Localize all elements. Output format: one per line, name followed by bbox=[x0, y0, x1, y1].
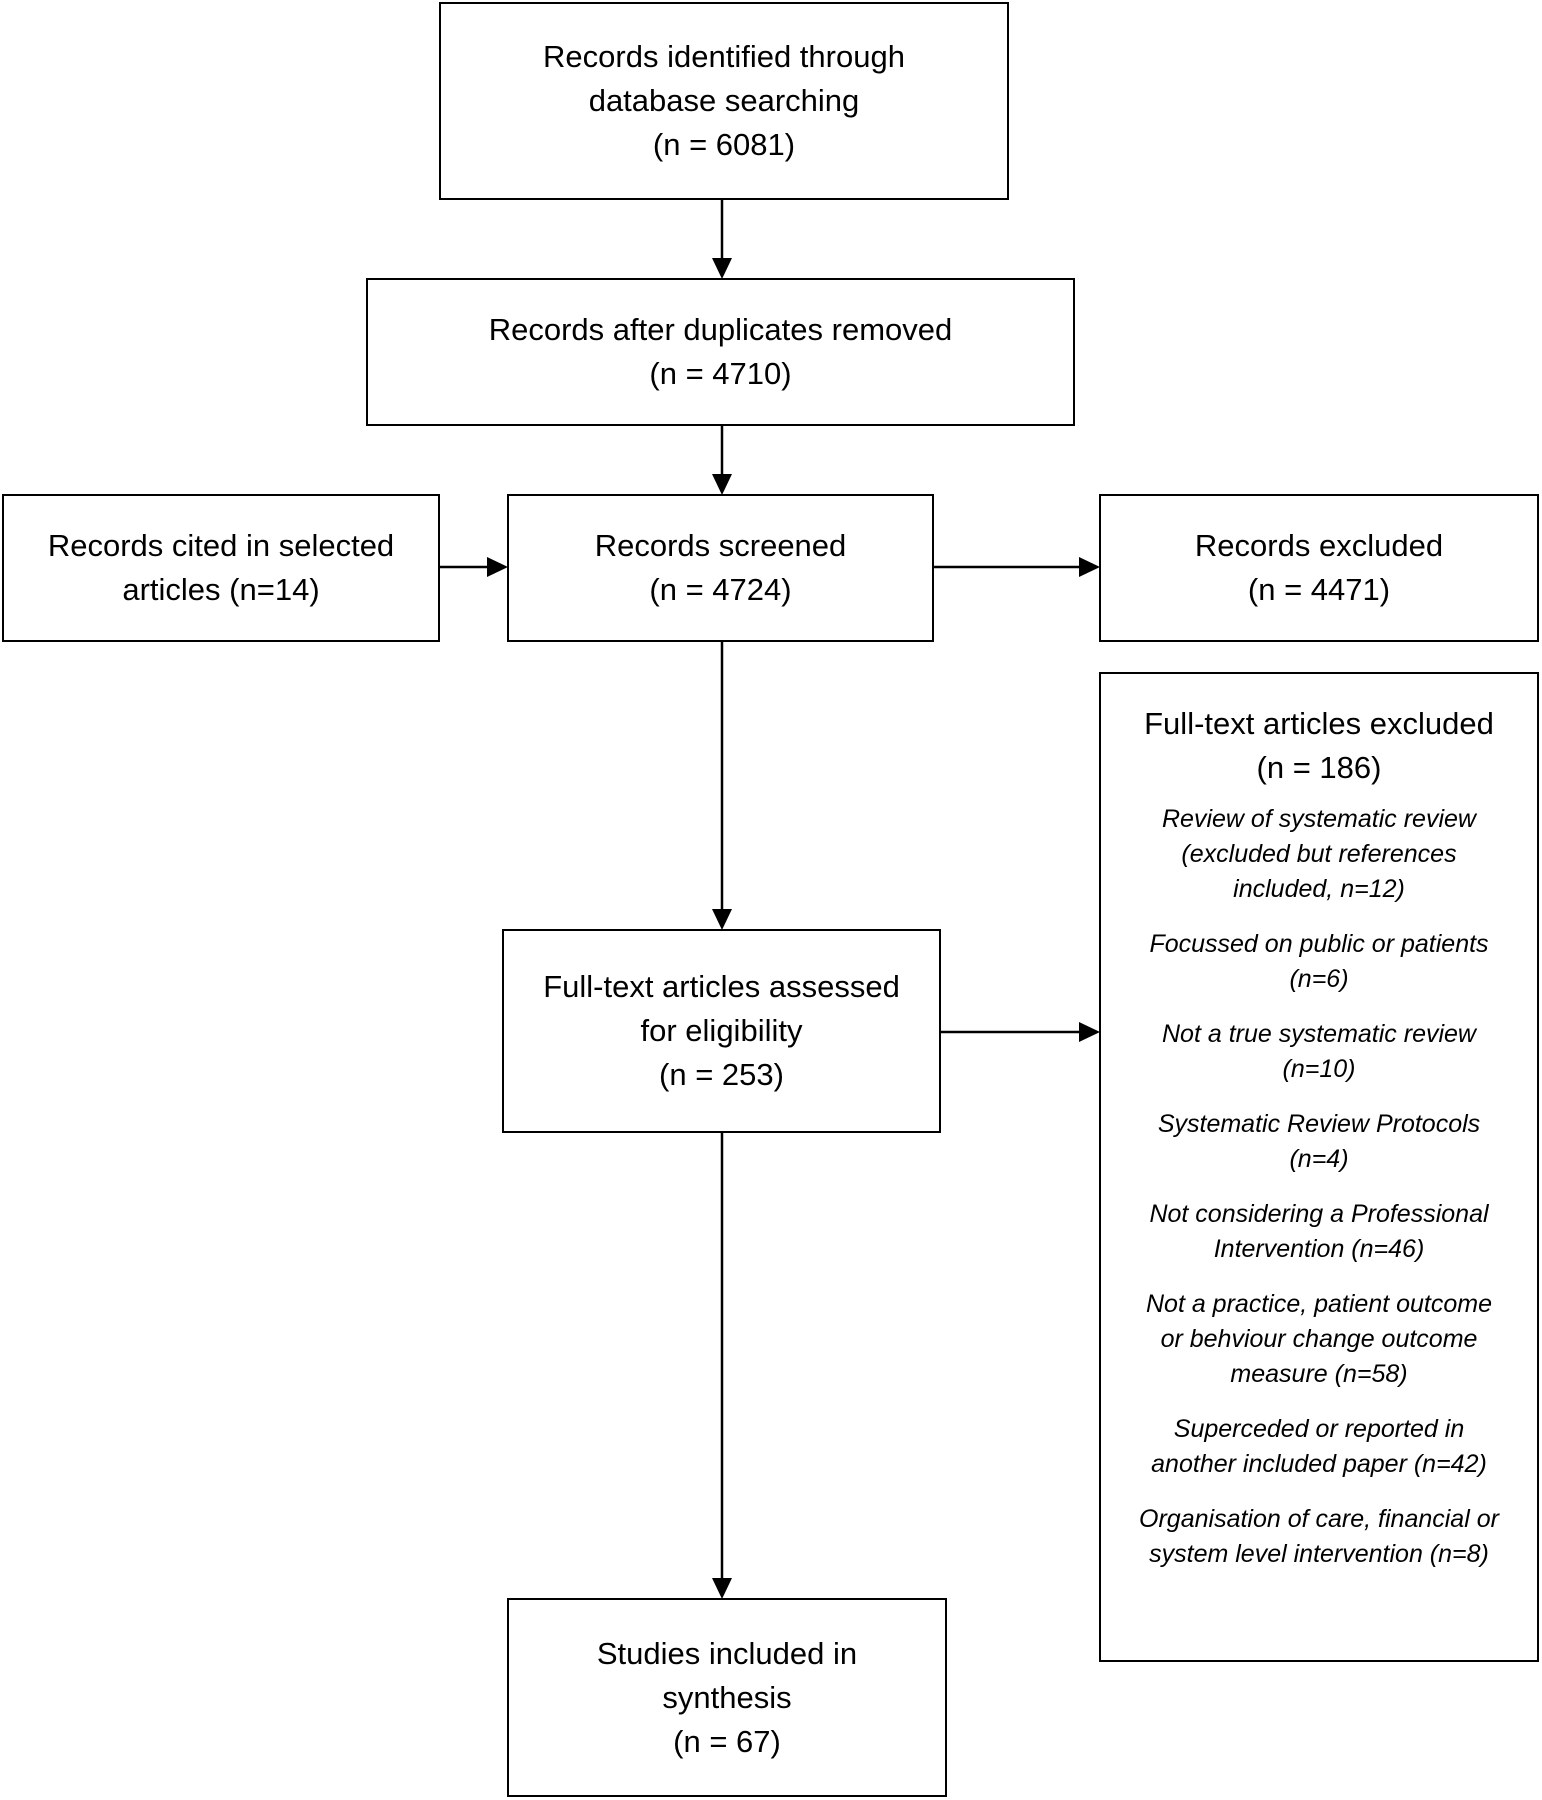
fulltext-excluded-title: Full-text articles excluded bbox=[1144, 706, 1494, 741]
exclusion-reason-line: Not considering a Professional bbox=[1149, 1200, 1489, 1228]
exclusion-reason-line: measure (n=58) bbox=[1230, 1360, 1408, 1388]
fulltext-excluded-count: (n = 186) bbox=[1256, 750, 1382, 785]
fulltext-assessed-count: (n = 253) bbox=[659, 1057, 784, 1092]
arrowhead-excluded bbox=[1079, 557, 1100, 577]
records-identified-count: (n = 6081) bbox=[652, 127, 796, 162]
fulltext-assessed-line-2: for eligibility bbox=[640, 1013, 803, 1048]
records-screened-count: (n = 4724) bbox=[649, 572, 792, 607]
records-cited-box: Records cited in selected articles (n=14… bbox=[2, 494, 440, 642]
studies-included-line-1: Studies included in bbox=[596, 1635, 858, 1671]
records-excluded-box: Records excluded (n = 4471) bbox=[1099, 494, 1539, 642]
exclusion-reason-not-systematic: Not a true systematic review (n=10) bbox=[1101, 1017, 1537, 1087]
fulltext-assessed-line-1: Full-text articles assessed bbox=[543, 969, 900, 1004]
records-excluded-line-1: Records excluded bbox=[1194, 528, 1444, 563]
exclusion-reason-line: (n=10) bbox=[1282, 1055, 1356, 1083]
exclusion-reason-professional-intervention: Not considering a Professional Intervent… bbox=[1101, 1197, 1537, 1267]
records-cited-line-2: articles (n=14) bbox=[122, 572, 320, 607]
arrowhead-included bbox=[712, 1578, 732, 1599]
records-identified-box: Records identified through database sear… bbox=[439, 2, 1009, 200]
exclusion-reason-protocols: Systematic Review Protocols (n=4) bbox=[1101, 1107, 1537, 1177]
exclusion-reason-public-patients: Focussed on public or patients (n=6) bbox=[1101, 927, 1537, 997]
records-cited-line-1: Records cited in selected bbox=[47, 528, 395, 563]
records-screened-box: Records screened (n = 4724) bbox=[507, 494, 934, 642]
exclusion-reason-line: included, n=12) bbox=[1233, 875, 1405, 903]
exclusion-reason-line: (n=4) bbox=[1289, 1145, 1349, 1173]
exclusion-reason-line: Review of systematic review bbox=[1162, 805, 1476, 833]
exclusion-reason-line: Not a true systematic review bbox=[1162, 1020, 1476, 1048]
studies-included-line-2: synthesis bbox=[662, 1679, 792, 1715]
arrowhead-deduplicated bbox=[712, 258, 732, 279]
exclusion-reason-organisation-of-care: Organisation of care, financial or syste… bbox=[1101, 1502, 1537, 1572]
records-excluded-count: (n = 4471) bbox=[1247, 572, 1391, 607]
exclusion-reason-outcome-measure: Not a practice, patient outcome or behvi… bbox=[1101, 1287, 1537, 1392]
exclusion-reason-line: Not a practice, patient outcome bbox=[1145, 1290, 1493, 1318]
exclusion-reason-line: Intervention (n=46) bbox=[1213, 1235, 1425, 1263]
records-deduplicated-box: Records after duplicates removed (n = 47… bbox=[366, 278, 1075, 426]
exclusion-reason-line: another included paper (n=42) bbox=[1151, 1450, 1487, 1478]
records-identified-line-2: database searching bbox=[588, 83, 860, 118]
records-screened-line-1: Records screened bbox=[594, 528, 847, 563]
fulltext-assessed-box: Full-text articles assessed for eligibil… bbox=[502, 929, 941, 1133]
exclusion-reason-review-of-reviews: Review of systematic review (excluded bu… bbox=[1101, 802, 1537, 907]
exclusion-reason-line: Organisation of care, financial or bbox=[1139, 1505, 1499, 1533]
exclusion-reason-line: (n=6) bbox=[1289, 965, 1349, 993]
studies-included-count: (n = 67) bbox=[673, 1723, 781, 1759]
arrowhead-screened-left bbox=[487, 557, 508, 577]
arrowhead-fulltext-excluded bbox=[1079, 1022, 1100, 1042]
fulltext-excluded-box: Full-text articles excluded (n = 186) Re… bbox=[1099, 672, 1539, 1662]
exclusion-reason-line: Superceded or reported in bbox=[1173, 1415, 1465, 1443]
exclusion-reason-superceded: Superceded or reported in another includ… bbox=[1101, 1412, 1537, 1482]
studies-included-box: Studies included in synthesis (n = 67) bbox=[507, 1598, 947, 1797]
exclusion-reason-line: or behviour change outcome bbox=[1160, 1325, 1478, 1353]
arrowhead-screened-top bbox=[712, 474, 732, 495]
exclusion-reason-line: Systematic Review Protocols bbox=[1157, 1110, 1481, 1138]
exclusion-reason-line: (excluded but references bbox=[1181, 840, 1457, 868]
exclusion-reason-line: system level intervention (n=8) bbox=[1149, 1540, 1489, 1568]
exclusion-reason-line: Focussed on public or patients bbox=[1149, 930, 1489, 958]
records-identified-line-1: Records identified through bbox=[543, 39, 905, 74]
records-deduplicated-line-1: Records after duplicates removed bbox=[488, 312, 953, 347]
records-deduplicated-count: (n = 4710) bbox=[649, 356, 792, 391]
arrowhead-assessed bbox=[712, 909, 732, 930]
